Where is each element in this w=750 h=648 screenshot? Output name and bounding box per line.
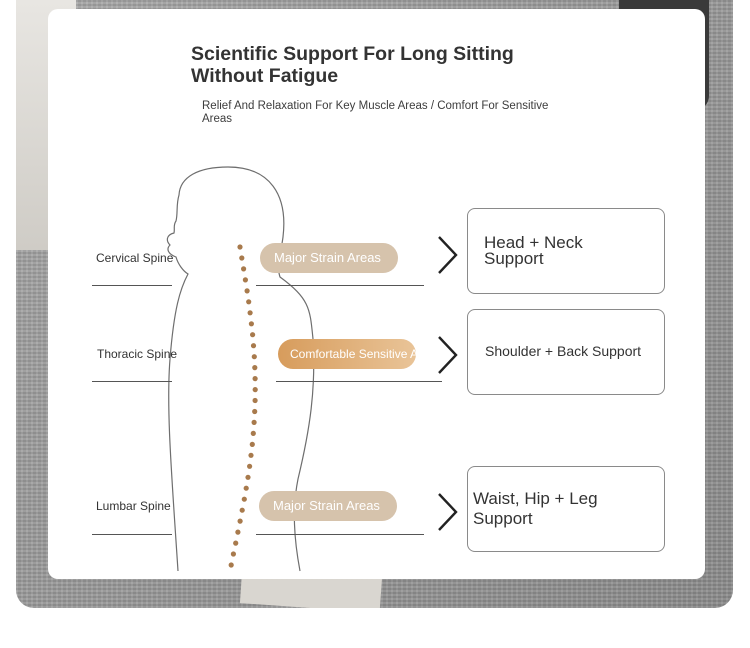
chevron-right-icon — [438, 493, 458, 531]
spine-dot — [244, 288, 250, 294]
spine-dot — [237, 518, 243, 524]
human-figure-diagram — [166, 166, 315, 572]
shoulder-back-support-box: Shoulder + Back Support — [467, 309, 665, 395]
spine-dot — [252, 387, 258, 393]
spine-dot — [228, 562, 234, 568]
thoracic-spine-label: Thoracic Spine — [97, 347, 178, 361]
spine-dot — [248, 321, 254, 327]
comfortable-sensitive-pill: Comfortable Sensitive Areas — [278, 339, 416, 369]
spine-dot — [230, 551, 236, 557]
spine-dot — [250, 430, 256, 436]
spine-dot — [233, 540, 239, 546]
chevron-right-icon — [438, 236, 458, 274]
waist-hip-leg-support-box: Waist, Hip + Leg Support — [467, 466, 665, 552]
thoracic-rule-right — [276, 381, 442, 382]
spine-dot — [241, 266, 247, 272]
page-subtitle: Relief And Relaxation For Key Muscle Are… — [202, 100, 549, 125]
cervical-rule-right — [256, 285, 424, 286]
spine-dot — [247, 310, 253, 316]
spine-dot — [243, 485, 249, 491]
head-neck-support-text: Head + Neck Support — [484, 233, 583, 268]
spine-dot — [251, 419, 257, 425]
spine-dot — [247, 463, 253, 469]
thoracic-rule-left — [92, 381, 172, 382]
spine-dot — [239, 507, 245, 513]
spine-dot — [252, 365, 258, 371]
spine-dot — [235, 529, 241, 535]
cervical-rule-left — [92, 285, 172, 286]
spine-dot — [242, 277, 248, 283]
cervical-spine-label: Cervical Spine — [96, 251, 174, 265]
waist-hip-leg-support-text: Waist, Hip + Leg Support — [473, 489, 598, 528]
spine-dot — [250, 332, 256, 338]
lumbar-spine-label: Lumbar Spine — [96, 499, 171, 513]
spine-dots — [228, 244, 258, 568]
chevron-right-icon — [438, 336, 458, 374]
spine-dot — [252, 408, 258, 415]
spine-dot — [239, 255, 245, 261]
major-strain-pill-bottom: Major Strain Areas — [259, 491, 397, 521]
major-strain-pill-top: Major Strain Areas — [260, 243, 398, 273]
spine-dot — [251, 354, 257, 360]
spine-dot — [241, 496, 247, 502]
lumbar-rule-right — [256, 534, 424, 535]
lumbar-rule-left — [92, 534, 172, 535]
spine-dot — [250, 343, 257, 349]
page-title: Scientific Support For Long Sitting With… — [191, 43, 514, 87]
spine-dot — [248, 452, 254, 458]
spine-dot — [245, 474, 251, 480]
spine-dot — [237, 244, 243, 250]
head-neck-support-box: Head + Neck Support — [467, 208, 665, 294]
spine-dot — [252, 376, 258, 382]
shoulder-back-support-text: Shoulder + Back Support — [485, 343, 642, 359]
spine-dot — [249, 441, 255, 447]
spine-dot — [246, 299, 252, 305]
info-card: Scientific Support For Long Sitting With… — [48, 9, 705, 579]
spine-dot — [252, 397, 258, 404]
